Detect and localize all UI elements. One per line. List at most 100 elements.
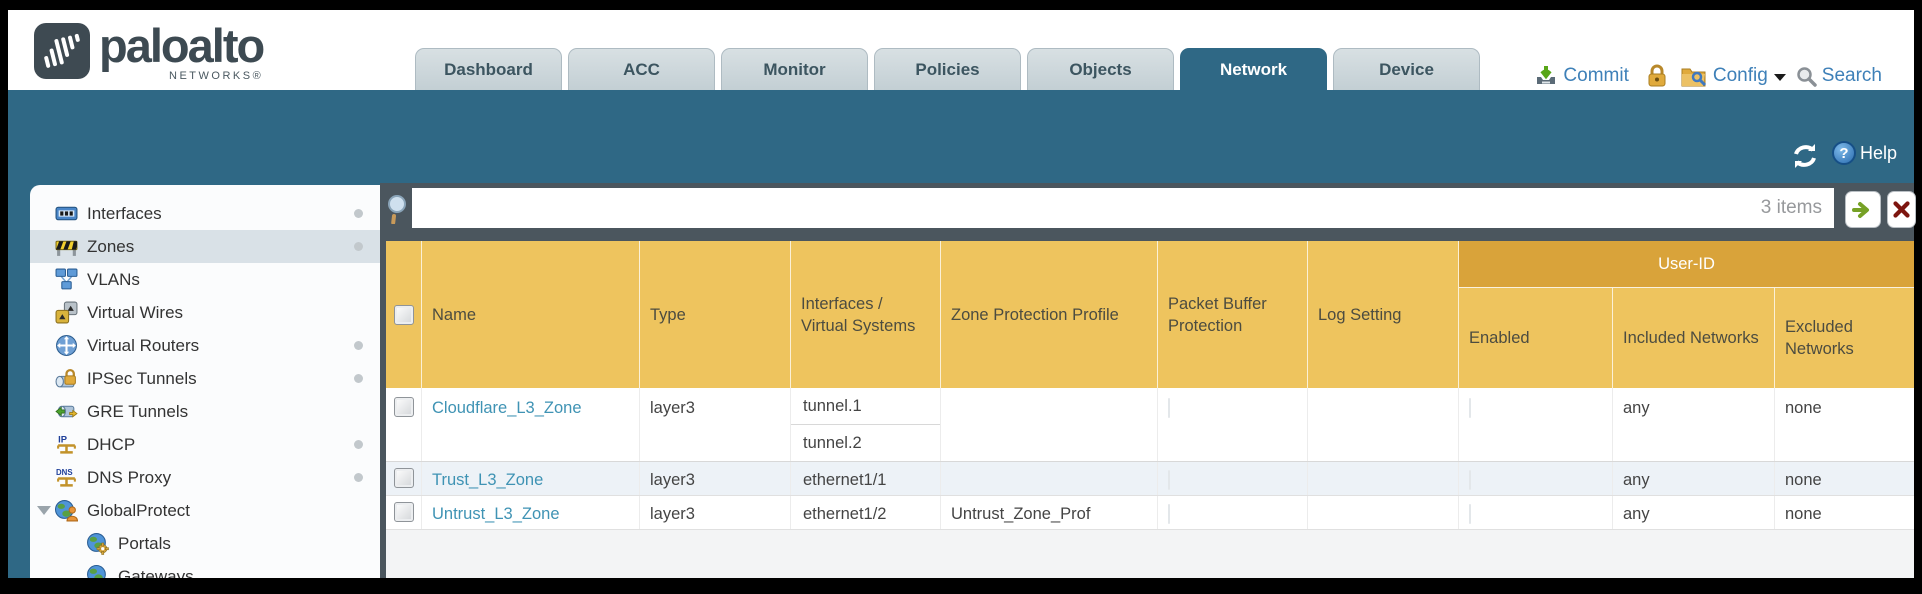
- sidebar-item-label: Interfaces: [87, 203, 162, 223]
- sidebar-item-portals[interactable]: Portals: [30, 527, 380, 560]
- zone-interfaces-cell: ethernet1/2: [791, 496, 941, 529]
- expander-triangle-icon[interactable]: [37, 506, 51, 515]
- close-icon: [1893, 201, 1910, 218]
- user-id-enabled-cell: [1459, 496, 1613, 529]
- column-header-name[interactable]: Name: [422, 241, 640, 388]
- paloalto-logo-icon: [34, 23, 90, 79]
- status-dot: [354, 242, 363, 251]
- included-networks-cell: any: [1613, 388, 1775, 461]
- sidebar-item-zones[interactable]: Zones: [30, 230, 380, 263]
- sidebar-item-ipsec-tunnels[interactable]: IPSec Tunnels: [30, 362, 380, 395]
- globalprotect-icon: [55, 500, 78, 522]
- lock-icon[interactable]: [1647, 64, 1667, 88]
- sidebar-item-interfaces[interactable]: Interfaces: [30, 197, 380, 230]
- column-header-enabled[interactable]: Enabled: [1459, 288, 1613, 388]
- logo-brand-subtitle: NETWORKS®: [169, 70, 264, 82]
- user-id-enabled-checkbox: [1469, 398, 1471, 418]
- tab-objects[interactable]: Objects: [1027, 48, 1174, 90]
- zone-name-cell: Trust_L3_Zone: [422, 462, 640, 495]
- status-dot: [354, 374, 363, 383]
- config-icon: [1681, 68, 1706, 86]
- column-header-log-setting[interactable]: Log Setting: [1308, 241, 1459, 388]
- sidebar-item-label: VLANs: [87, 269, 140, 289]
- sidebar-item-dhcp[interactable]: IP DHCP: [30, 428, 380, 461]
- help-button[interactable]: ? Help: [1832, 141, 1897, 165]
- sidebar-item-dns-proxy[interactable]: DNS DNS Proxy: [30, 461, 380, 494]
- items-count: 3 items: [1760, 197, 1822, 218]
- clear-filter-button[interactable]: [1887, 191, 1916, 228]
- zone-protection-profile-cell: Untrust_Zone_Prof: [941, 496, 1158, 529]
- sidebar-item-vlans[interactable]: VLANs: [30, 263, 380, 296]
- column-header-excluded-networks[interactable]: Excluded Networks: [1785, 318, 1854, 358]
- sidebar-item-virtual-wires[interactable]: Virtual Wires: [30, 296, 380, 329]
- select-all-checkbox[interactable]: [393, 304, 414, 325]
- zone-interfaces-cell: ethernet1/1: [791, 462, 941, 495]
- chevron-down-icon[interactable]: [1773, 73, 1786, 81]
- interface-entry: tunnel.1: [791, 388, 940, 425]
- status-dot: [354, 341, 363, 350]
- column-header-interfaces[interactable]: Interfaces / Virtual Systems: [791, 241, 941, 388]
- column-header-zone-protection-profile[interactable]: Zone Protection Profile: [941, 241, 1158, 388]
- user-id-column-group: User-ID Enabled Included Networks Exclud…: [1459, 241, 1914, 388]
- tab-policies[interactable]: Policies: [874, 48, 1021, 90]
- filter-input[interactable]: [412, 188, 1761, 228]
- zone-name-link[interactable]: Untrust_L3_Zone: [432, 505, 560, 523]
- sidebar-item-gateways[interactable]: Gateways: [30, 560, 380, 578]
- sidebar-item-virtual-routers[interactable]: Virtual Routers: [30, 329, 380, 362]
- tab-network[interactable]: Network: [1180, 48, 1327, 90]
- zone-name-link[interactable]: Cloudflare_L3_Zone: [432, 399, 582, 417]
- filter-bar: 3 items: [412, 188, 1834, 228]
- search-button[interactable]: Search: [1821, 65, 1882, 86]
- zone-name-cell: Cloudflare_L3_Zone: [422, 388, 640, 461]
- column-header-type[interactable]: Type: [640, 241, 791, 388]
- packet-buffer-protection-cell: [1158, 388, 1308, 461]
- tab-acc[interactable]: ACC: [568, 48, 715, 90]
- filter-search-icon[interactable]: [386, 194, 410, 224]
- zone-name-link[interactable]: Trust_L3_Zone: [432, 471, 544, 489]
- zone-interfaces-cell: tunnel.1 tunnel.2: [791, 388, 941, 461]
- tab-dashboard[interactable]: Dashboard: [415, 48, 562, 90]
- column-header-included-networks[interactable]: Included Networks: [1613, 288, 1775, 388]
- tab-device[interactable]: Device: [1333, 48, 1480, 90]
- commit-icon: [1537, 66, 1556, 84]
- refresh-icon[interactable]: [1790, 142, 1820, 170]
- included-networks-cell: any: [1613, 496, 1775, 529]
- svg-text:IP: IP: [58, 433, 67, 444]
- sidebar-item-gre-tunnels[interactable]: GRE Tunnels: [30, 395, 380, 428]
- sidebar-item-globalprotect[interactable]: GlobalProtect: [30, 494, 380, 527]
- sidebar-item-label: Virtual Wires: [87, 302, 184, 322]
- top-bar: paloalto NETWORKS® Dashboard ACC Monitor…: [8, 10, 1914, 90]
- apply-filter-button[interactable]: [1845, 191, 1881, 228]
- gateways-icon: [87, 565, 106, 578]
- excluded-networks-cell: none: [1785, 399, 1822, 417]
- zone-protection-profile-cell: [941, 388, 1158, 461]
- zones-table-body: Cloudflare_L3_Zone layer3 tunnel.1 tunne…: [386, 388, 1914, 530]
- packet-buffer-protection-checkbox: [1168, 504, 1170, 524]
- select-all-cell: [386, 241, 422, 388]
- row-select-cell: [386, 462, 422, 495]
- help-label: Help: [1860, 142, 1898, 163]
- user-id-enabled-checkbox: [1469, 470, 1471, 490]
- interfaces-icon: [55, 206, 78, 221]
- tab-monitor[interactable]: Monitor: [721, 48, 868, 90]
- included-networks-cell: any: [1613, 462, 1775, 495]
- row-checkbox[interactable]: [394, 502, 414, 522]
- log-setting-cell: [1308, 496, 1459, 529]
- main-nav-tabs: Dashboard ACC Monitor Policies Objects N…: [415, 48, 1480, 90]
- gre-tunnels-icon: [55, 405, 78, 418]
- logo-brand-name: paloalto: [99, 19, 265, 72]
- packet-buffer-protection-cell: [1158, 462, 1308, 495]
- row-checkbox[interactable]: [394, 468, 414, 488]
- logo-wordmark: paloalto NETWORKS®: [99, 19, 265, 82]
- log-setting-cell: [1308, 462, 1459, 495]
- row-select-cell: [386, 496, 422, 529]
- zones-table-header: Name Type Interfaces / Virtual Systems Z…: [386, 241, 1914, 388]
- status-dot: [354, 440, 363, 449]
- zone-type-cell: layer3: [640, 462, 791, 495]
- commit-button[interactable]: Commit: [1563, 65, 1629, 86]
- row-checkbox[interactable]: [394, 397, 414, 417]
- table-row-trust-l3-zone: Trust_L3_Zone layer3 ethernet1/1 any non…: [386, 462, 1914, 496]
- config-menu-button[interactable]: Config: [1712, 65, 1768, 86]
- paloalto-logo: paloalto NETWORKS®: [33, 19, 265, 82]
- column-header-packet-buffer-protection[interactable]: Packet Buffer Protection: [1158, 241, 1308, 388]
